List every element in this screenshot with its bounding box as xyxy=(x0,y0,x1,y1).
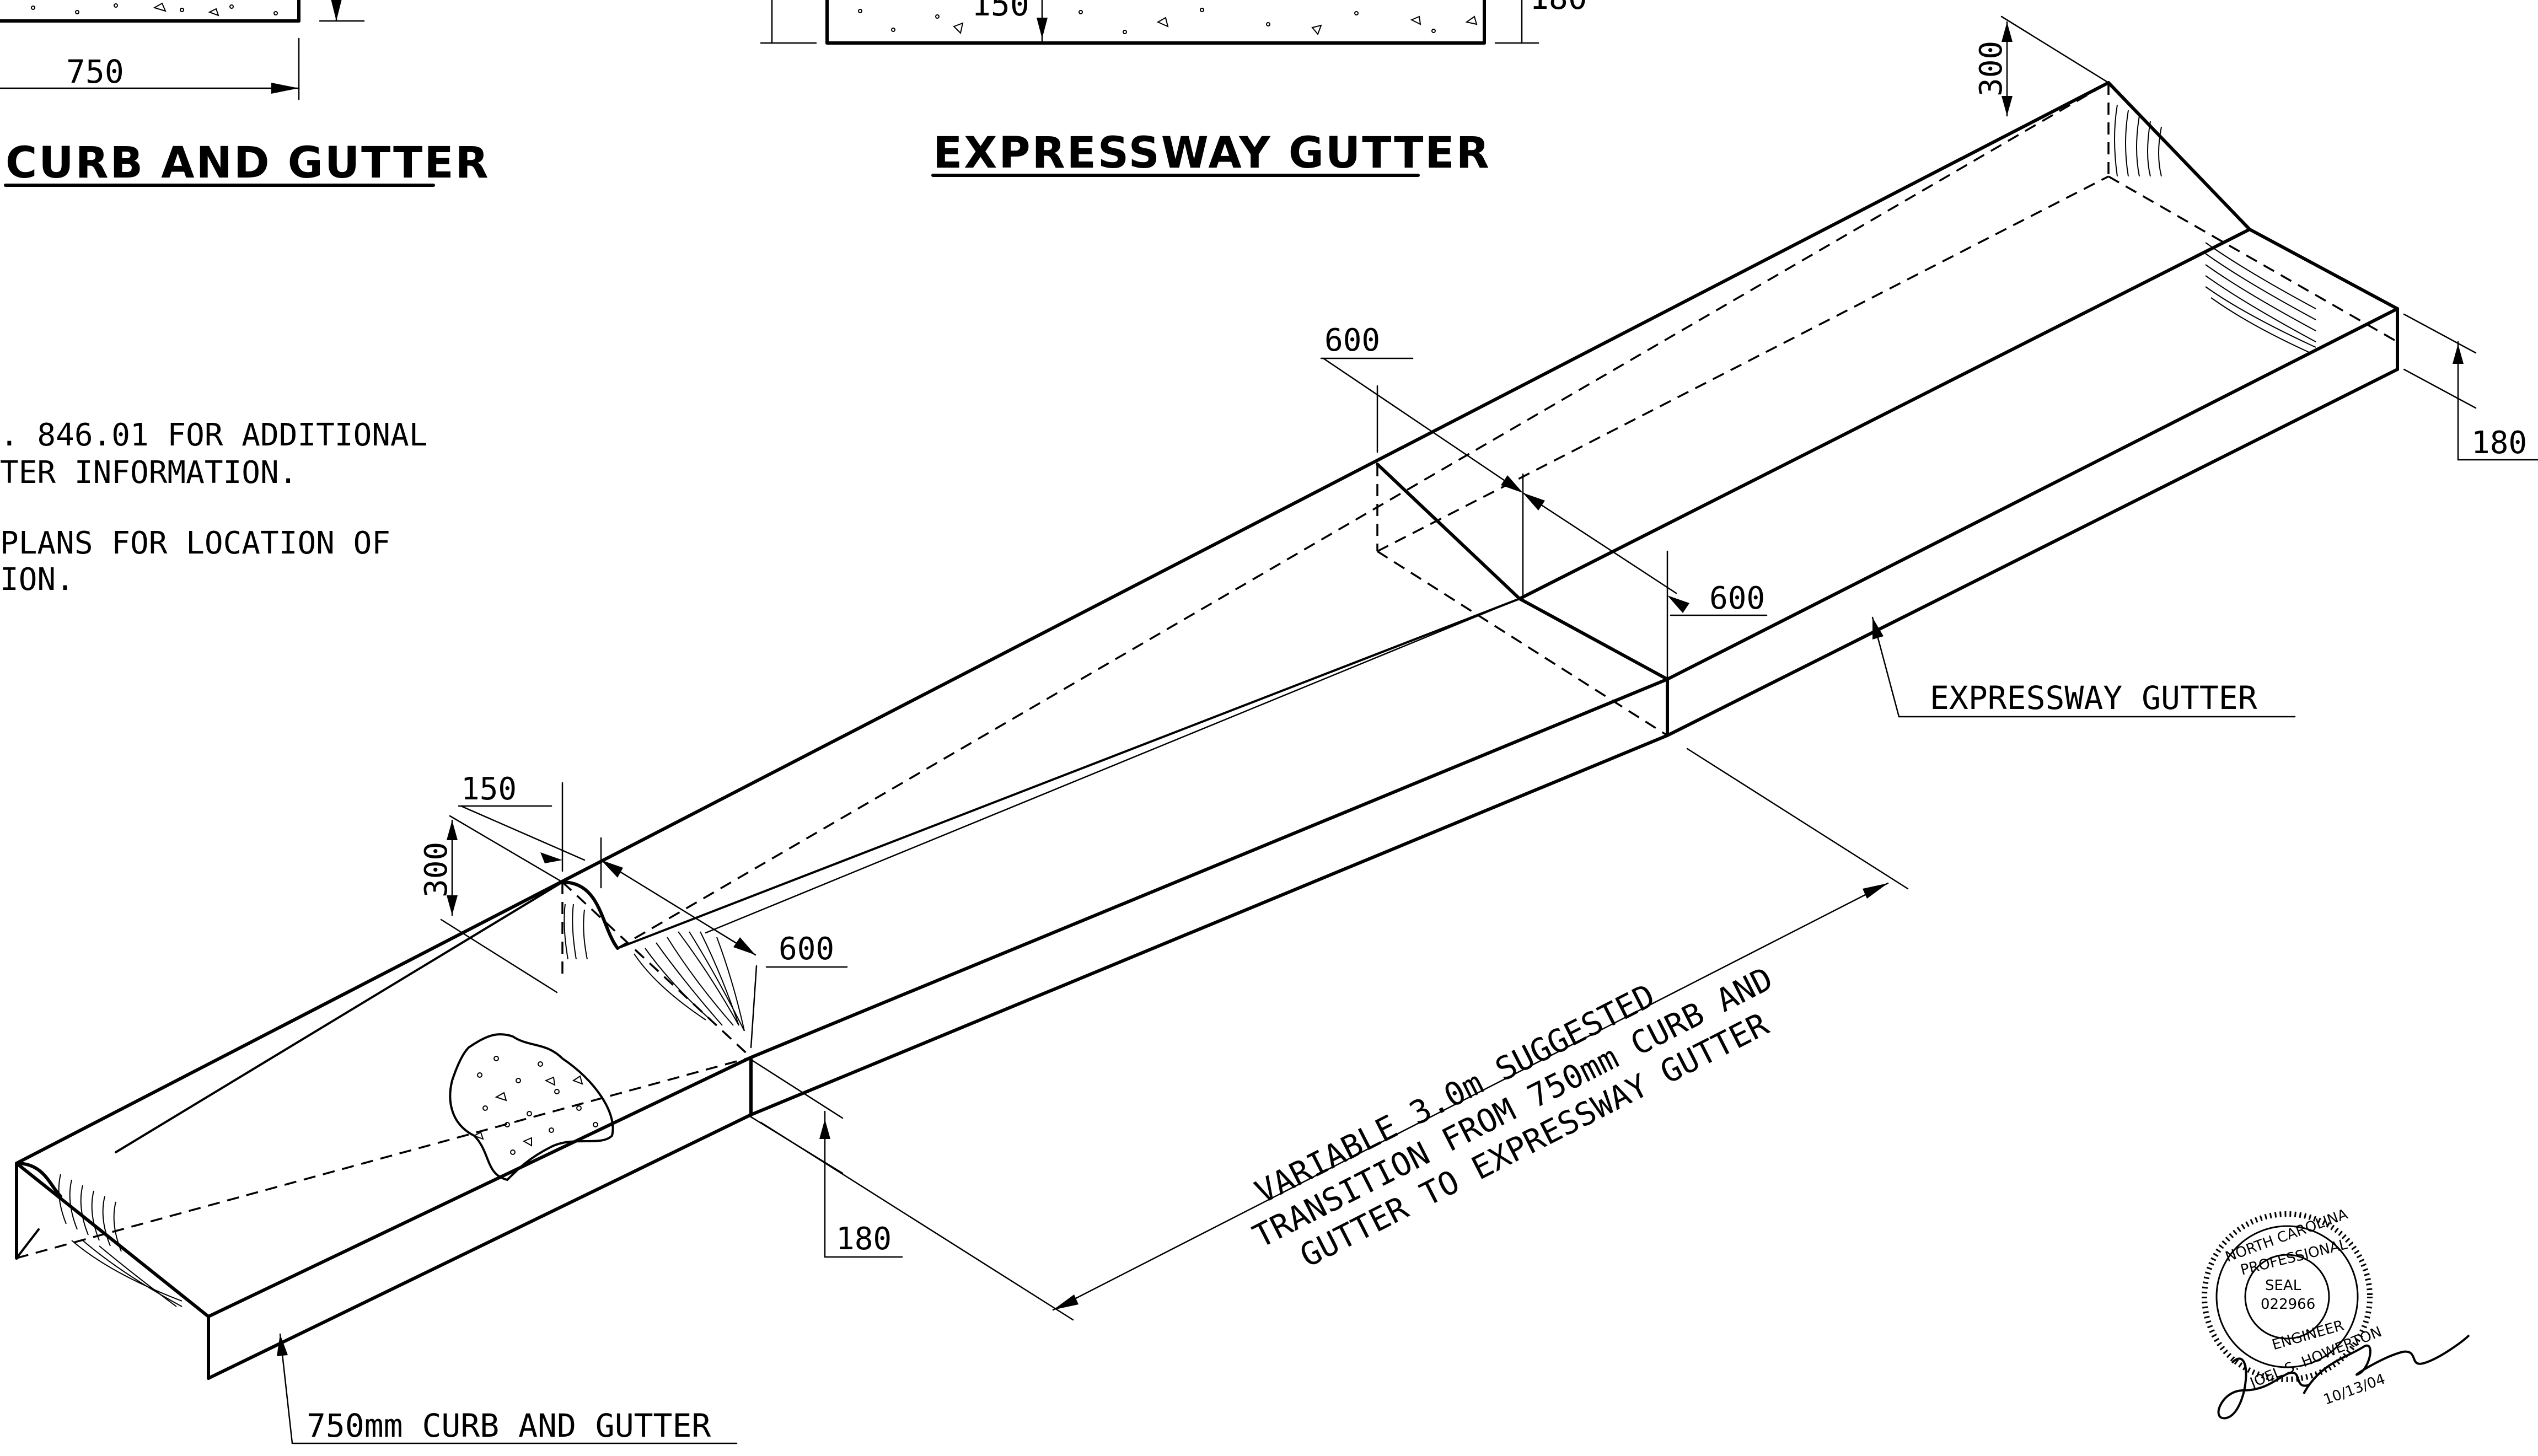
note-line-3: PLANS FOR LOCATION OF xyxy=(0,525,390,561)
dim-300-top-right: 300 xyxy=(1973,41,2009,96)
note-line-2: TER INFORMATION. xyxy=(0,455,297,491)
note-line-4: ION. xyxy=(0,562,74,598)
transition-line-2: TRANSITION FROM 750mm CURB AND xyxy=(1247,960,1779,1255)
dim-300-left: 300 xyxy=(418,842,454,898)
dim-180-right: 180 xyxy=(2471,425,2527,461)
expressway-gutter-section-fragment: 150 180 xyxy=(760,0,1587,45)
dim-180-bottom: 180 xyxy=(836,1221,892,1257)
dimension-lines: 300 180 600 600 150 xyxy=(277,15,2538,1444)
curb-gutter-section-fragment: 750 xyxy=(0,0,365,100)
signature-initial-stroke xyxy=(2217,1357,2310,1420)
seal-date: 10/13/04 xyxy=(2321,1371,2387,1408)
dim-600-lower: 600 xyxy=(1709,581,1765,616)
title-expressway-gutter: EXPRESSWAY GUTTER xyxy=(933,128,1491,178)
label-750mm-curb-and-gutter: 750mm CURB AND GUTTER xyxy=(307,1407,711,1444)
top-left-dim-750: 750 xyxy=(66,53,124,90)
general-notes: . 846.01 FOR ADDITIONAL TER INFORMATION.… xyxy=(0,417,427,598)
dim-150-left: 150 xyxy=(461,771,517,807)
seal-word: SEAL xyxy=(2265,1277,2301,1294)
note-line-1: . 846.01 FOR ADDITIONAL xyxy=(0,417,427,453)
transition-note: VARIABLE 3.0m SUGGESTED TRANSITION FROM … xyxy=(1247,960,1779,1275)
gutter-isometric-body xyxy=(15,81,2399,1380)
seal-number: 022966 xyxy=(2261,1296,2315,1313)
title-curb-and-gutter: CURB AND GUTTER xyxy=(6,138,490,188)
signature-stroke xyxy=(2303,1334,2470,1394)
top-center-dim-150: 150 xyxy=(972,0,1029,23)
top-center-dim-180: 180 xyxy=(1530,0,1587,17)
dim-600-left: 600 xyxy=(779,931,834,967)
professional-engineer-seal: SEAL 022966 NORTH CAROLINA PROFESSIONAL … xyxy=(2202,1206,2470,1420)
label-expressway-gutter: EXPRESSWAY GUTTER xyxy=(1930,679,2257,717)
dim-600-upper: 600 xyxy=(1324,323,1380,358)
